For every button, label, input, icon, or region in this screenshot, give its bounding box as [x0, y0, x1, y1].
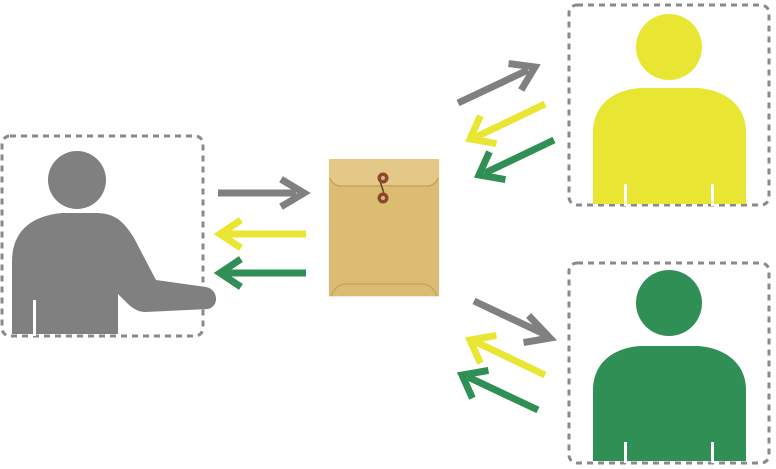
recipient-bottom-frame [567, 261, 771, 465]
arrow-envelope-to-sender-green [213, 256, 306, 290]
arrow-top-recipient-to-envelope-yellow [464, 100, 547, 148]
arrow-envelope-to-bottom-recipient [472, 297, 558, 347]
recipient-top-body [593, 88, 746, 204]
recipient-bottom-body [593, 346, 746, 461]
envelope-icon [329, 159, 439, 297]
sender-body [12, 213, 217, 334]
envelope-bottom-fold [330, 283, 438, 297]
envelope-flap-edge [329, 177, 439, 187]
recipient-top-frame [567, 3, 771, 207]
sender-person-icon [12, 151, 217, 336]
arrow-top-recipient-to-envelope-green [473, 136, 556, 184]
recipient-bottom-head [636, 270, 702, 336]
envelope-flap [329, 159, 439, 186]
arrow-envelope-to-top-recipient [456, 60, 541, 107]
sender-frame [0, 134, 205, 338]
recipient-bottom-person-icon [593, 270, 746, 463]
sender-head [48, 151, 106, 209]
arrow-bottom-recipient-to-envelope-yellow [464, 331, 547, 379]
recipient-top-head [636, 14, 702, 80]
arrow-envelope-to-sender-yellow [213, 217, 306, 251]
recipient-top-person-icon [593, 14, 746, 206]
arrow-bottom-recipient-to-envelope-green [456, 366, 540, 414]
arrow-sender-to-envelope [218, 176, 311, 210]
